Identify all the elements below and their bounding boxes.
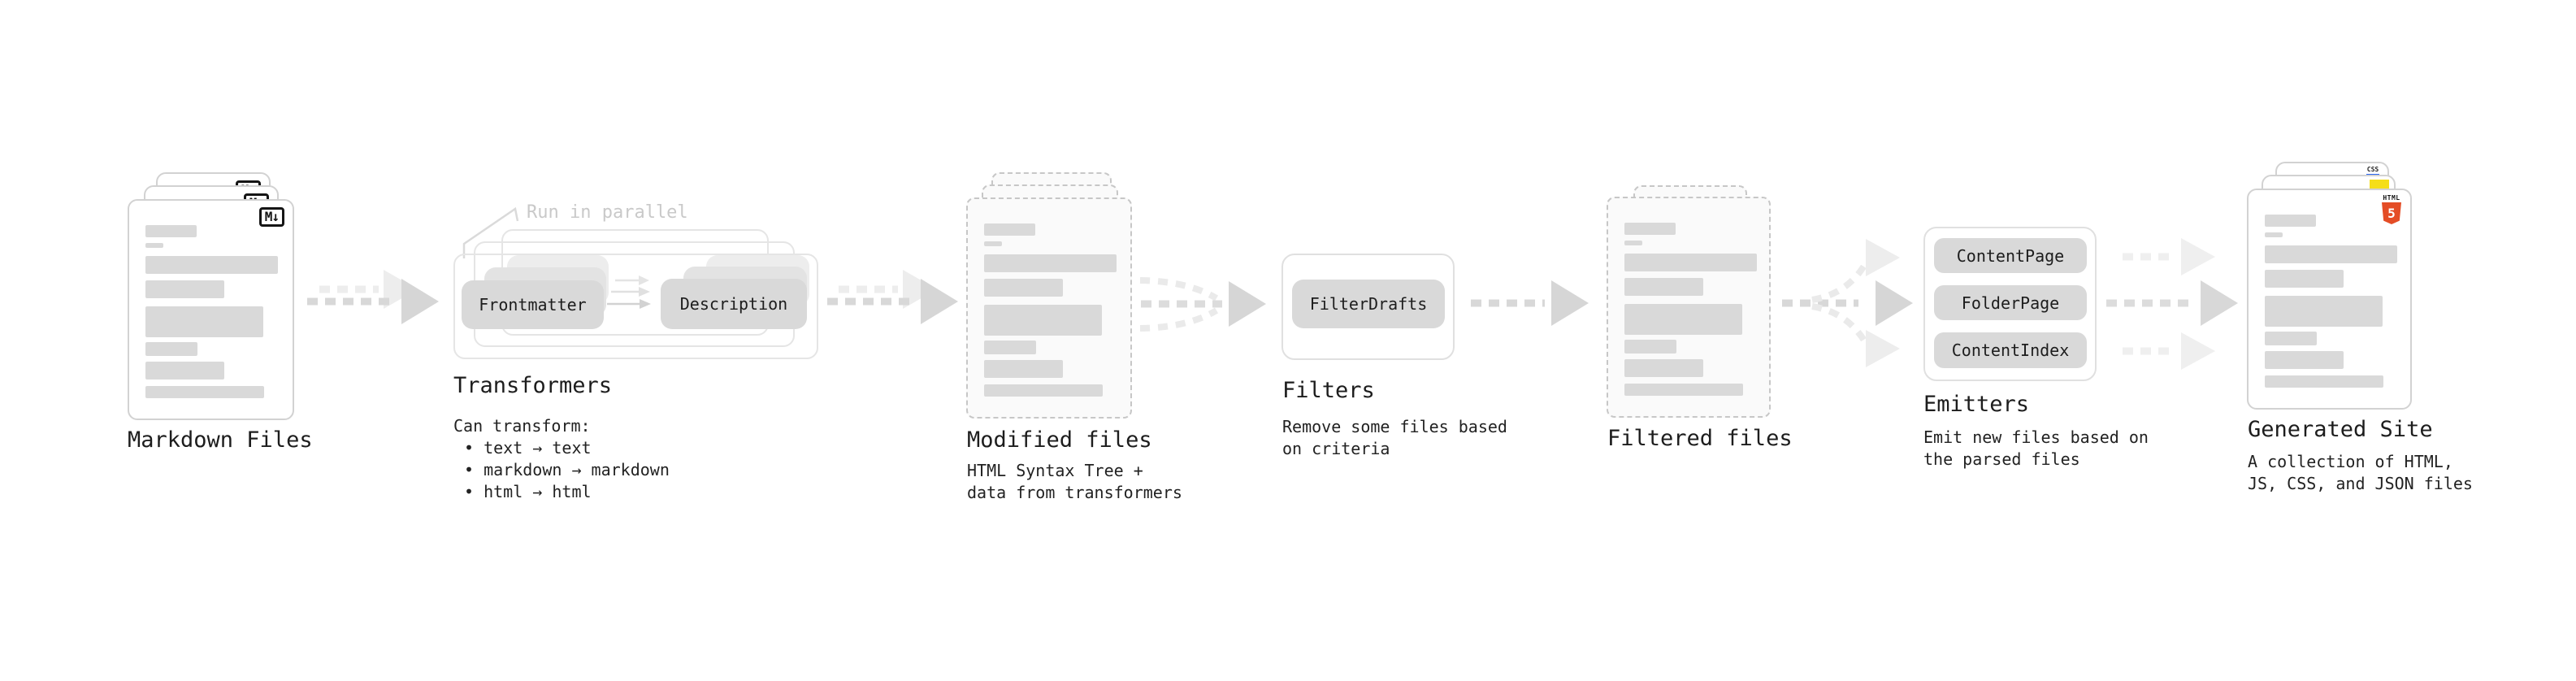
markdown-icon: M↓ <box>258 207 284 227</box>
arrow-filtered-to-emitters <box>1782 239 1913 367</box>
generated-html-file-card: HTML 5 <box>2247 189 2412 410</box>
placeholder-bar <box>984 279 1063 297</box>
modified-files-description: HTML Syntax Tree + data from transformer… <box>967 460 1182 504</box>
placeholder-bar <box>1624 278 1703 296</box>
filterdrafts-label: FilterDrafts <box>1309 294 1428 314</box>
contentpage-box: ContentPage <box>1934 238 2087 273</box>
emitters-description-line2: the parsed files <box>1923 449 2080 469</box>
placeholder-bar <box>1624 340 1676 354</box>
placeholder-bar <box>2265 332 2317 345</box>
emitters-description: Emit new files based on the parsed files <box>1923 427 2149 471</box>
placeholder-bar <box>145 386 264 398</box>
arrow-emitters-to-generated <box>2106 238 2238 370</box>
modified-files-description-line2: data from transformers <box>967 483 1182 502</box>
emitters-description-line1: Emit new files based on <box>1923 427 2149 447</box>
transform-bullet-html: • html → html <box>464 482 592 501</box>
arrow-filters-to-filtered <box>1471 280 1589 326</box>
transformers-description-heading: Can transform: <box>453 416 591 436</box>
placeholder-bar <box>145 225 197 237</box>
filters-description: Remove some files based on criteria <box>1282 416 1507 460</box>
placeholder-bar <box>984 360 1063 378</box>
placeholder-bar <box>145 342 197 356</box>
placeholder-bar <box>2265 296 2383 327</box>
markdown-files-title: Markdown Files <box>128 427 313 453</box>
placeholder-bar <box>984 340 1036 354</box>
transform-bullet-text: • text → text <box>464 438 592 458</box>
placeholder-bar <box>1624 384 1743 396</box>
transformer-frame-front <box>453 254 818 359</box>
filters-description-line2: on criteria <box>1282 439 1390 458</box>
emitters-title: Emitters <box>1923 392 2030 417</box>
html5-shield: 5 <box>2382 202 2401 224</box>
description-box: Description <box>661 279 807 329</box>
html5-shield-number: 5 <box>2387 205 2396 221</box>
placeholder-bar <box>2265 270 2344 288</box>
placeholder-bar <box>1624 304 1742 335</box>
html5-icon: HTML 5 <box>2382 194 2401 224</box>
transformers-title: Transformers <box>453 373 613 398</box>
arrow-transformers-to-modified <box>827 270 958 324</box>
generated-site-title: Generated Site <box>2248 417 2433 442</box>
placeholder-bar <box>2265 375 2383 388</box>
frontmatter-label: Frontmatter <box>479 295 587 314</box>
run-in-parallel-note: Run in parallel <box>527 202 688 223</box>
folderpage-label: FolderPage <box>1961 293 2060 313</box>
folderpage-box: FolderPage <box>1934 285 2087 320</box>
contentindex-box: ContentIndex <box>1934 332 2087 368</box>
contentindex-label: ContentIndex <box>1951 340 2070 360</box>
placeholder-bar <box>145 306 263 337</box>
placeholder-bar <box>1624 359 1703 377</box>
placeholder-bar <box>145 362 224 380</box>
file-content-placeholder <box>2265 190 2410 408</box>
placeholder-bar <box>984 223 1035 236</box>
js-icon <box>2370 180 2389 189</box>
placeholder-bar <box>1624 241 1642 245</box>
description-label: Description <box>679 294 788 314</box>
placeholder-bar <box>145 280 224 298</box>
modified-file-card-front <box>966 197 1132 419</box>
modified-files-description-line1: HTML Syntax Tree + <box>967 461 1143 480</box>
placeholder-bar <box>1624 254 1757 271</box>
contentpage-label: ContentPage <box>1956 245 2065 266</box>
generated-site-description-line1: A collection of HTML, <box>2248 452 2453 471</box>
arrow-modified-to-filters <box>1139 277 1266 332</box>
css-icon-label: CSS <box>2366 166 2379 173</box>
placeholder-bar <box>984 241 1002 246</box>
file-content-placeholder <box>1624 198 1769 416</box>
arrow-markdown-to-transformers <box>307 270 439 324</box>
filters-description-line1: Remove some files based <box>1282 417 1507 436</box>
placeholder-bar <box>145 256 278 274</box>
transform-bullet-markdown: • markdown → markdown <box>464 460 670 479</box>
filtered-files-title: Filtered files <box>1607 426 1793 451</box>
placeholder-bar <box>1624 223 1676 235</box>
transformers-description: Can transform: • text → text • markdown … <box>453 415 670 503</box>
placeholder-bar <box>2265 215 2316 227</box>
generated-site-description: A collection of HTML, JS, CSS, and JSON … <box>2248 451 2473 495</box>
placeholder-bar <box>2265 245 2397 263</box>
markdown-file-card-front: M↓ <box>128 199 294 420</box>
placeholder-bar <box>2265 232 2283 237</box>
frontmatter-box: Frontmatter <box>462 280 604 329</box>
file-content-placeholder <box>984 199 1130 417</box>
filtered-file-card-front <box>1607 197 1771 418</box>
modified-files-title: Modified files <box>967 427 1152 453</box>
filterdrafts-box: FilterDrafts <box>1292 280 1445 328</box>
file-content-placeholder <box>145 201 293 419</box>
generated-site-description-line2: JS, CSS, and JSON files <box>2248 474 2473 493</box>
placeholder-bar <box>984 384 1103 397</box>
html5-icon-label: HTML <box>2383 194 2400 202</box>
placeholder-bar <box>2265 351 2344 369</box>
placeholder-bar <box>145 243 163 248</box>
filters-title: Filters <box>1282 378 1375 403</box>
placeholder-bar <box>984 305 1102 336</box>
placeholder-bar <box>984 254 1117 272</box>
